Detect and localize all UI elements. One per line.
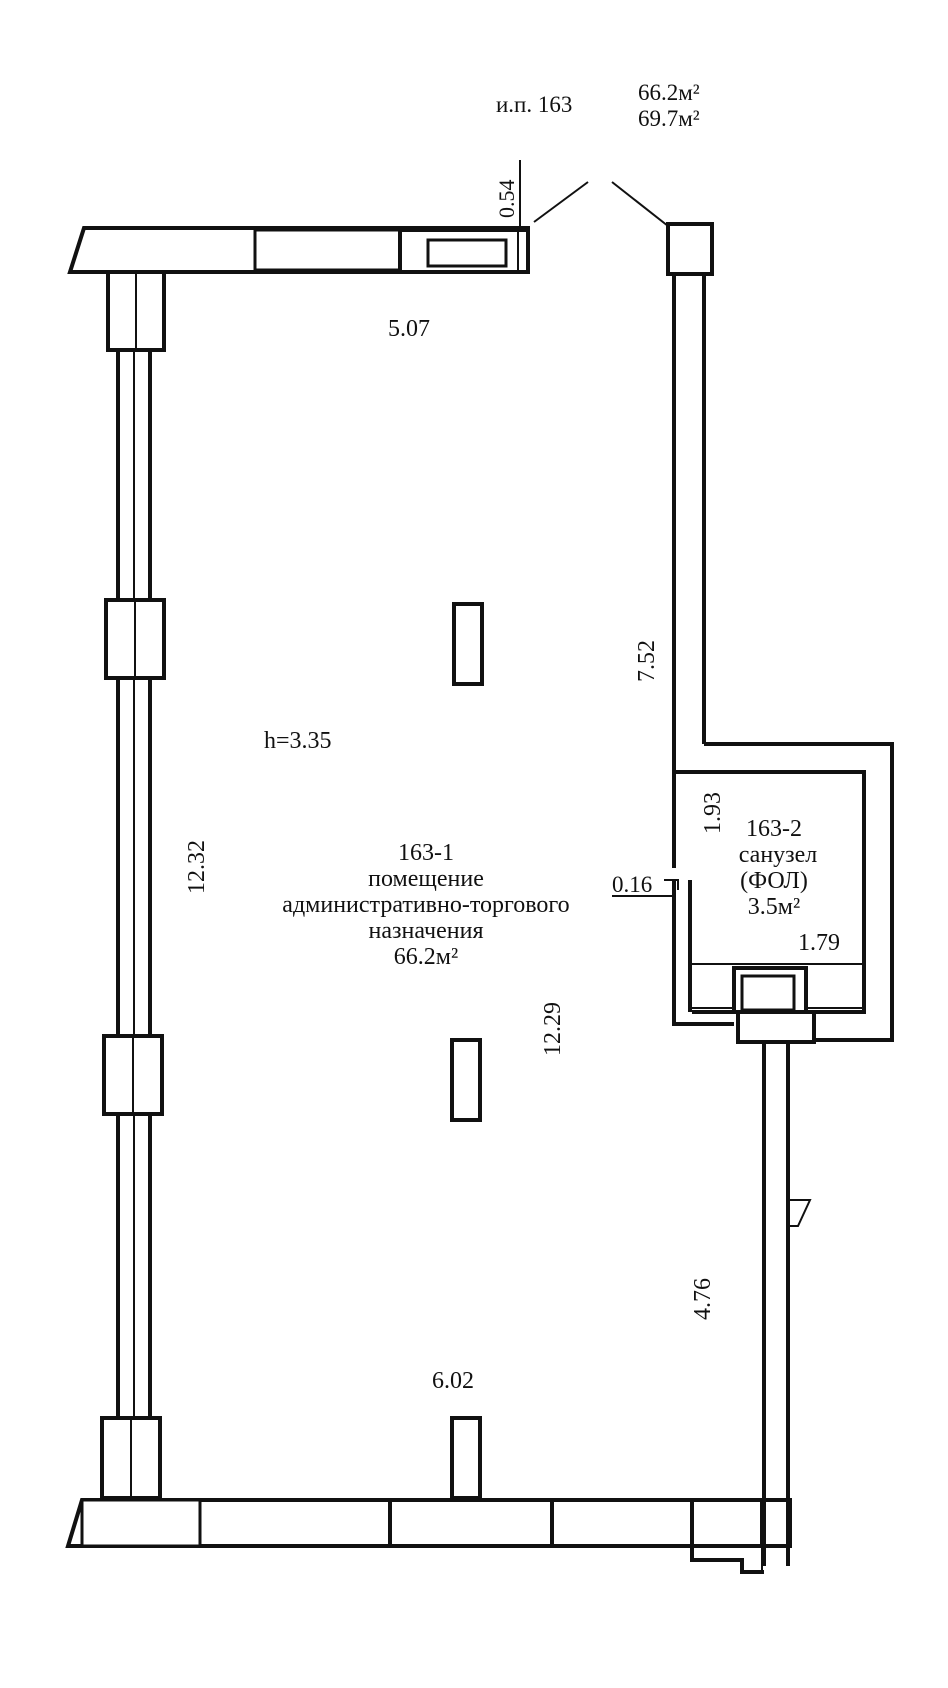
area-total-label: 69.7м² [638, 106, 700, 131]
room-1-id: 163-1 [398, 840, 454, 866]
right-wall-lower [762, 1042, 812, 1566]
column-3 [450, 1416, 482, 1500]
column-2 [450, 1038, 482, 1122]
room-1-name-line2: административно-торгового [282, 892, 569, 918]
dim-bottom-wall: 6.02 [432, 1368, 474, 1394]
room-1-name-line3: назначения [369, 918, 484, 944]
entrance-door [533, 181, 669, 227]
room-1-area: 66.2м² [394, 944, 458, 970]
wc-partition [664, 879, 864, 1044]
column-1 [452, 602, 484, 686]
room-2-name-line2: (ФОЛ) [740, 868, 808, 894]
dim-left-wall: 12.32 [184, 840, 210, 894]
dim-right-lower: 4.76 [690, 1278, 716, 1320]
room-2-id: 163-2 [746, 816, 802, 842]
dim-inner-length: 12.29 [540, 1002, 566, 1056]
dim-wc-partition: 0.16 [612, 872, 652, 897]
unit-id-label: и.п. 163 [496, 92, 572, 117]
dim-wc-width: 1.79 [798, 930, 840, 956]
dim-right-upper: 7.52 [634, 640, 660, 682]
ceiling-height-label: h=3.35 [264, 728, 332, 754]
bottom-wall [65, 1498, 792, 1574]
left-wall [100, 270, 166, 1500]
dim-top-wall: 5.07 [388, 316, 430, 342]
room-2-area: 3.5м² [748, 894, 800, 920]
area-main-label: 66.2м² [638, 80, 700, 105]
dim-door-offset: 0.54 [494, 180, 519, 219]
dim-wc-height: 1.93 [700, 792, 726, 834]
columns [450, 602, 484, 1500]
room-1-name-line1: помещение [368, 866, 484, 892]
room-2-name-line1: санузел [739, 842, 818, 868]
top-wall [67, 226, 530, 274]
